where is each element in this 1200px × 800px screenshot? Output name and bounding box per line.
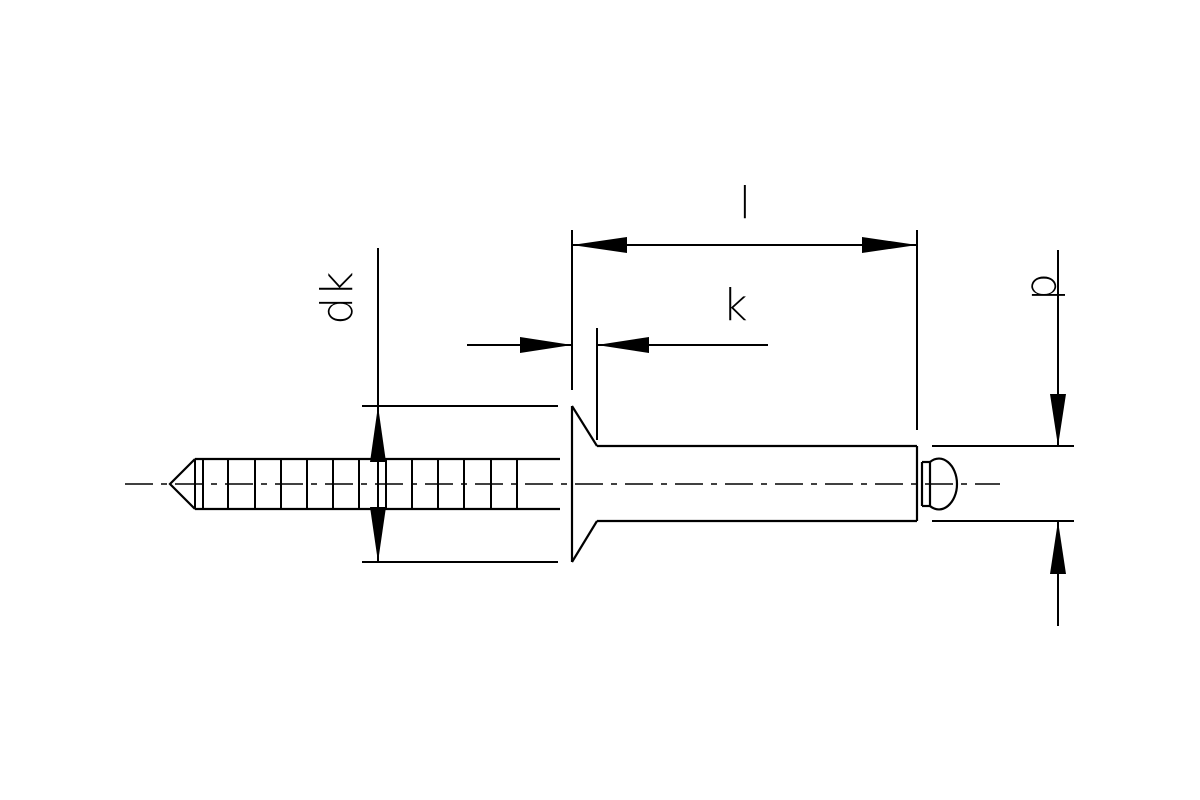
rivet-head <box>570 405 598 563</box>
k-arrow-right <box>597 337 649 353</box>
head-bevel-top <box>571 405 598 447</box>
mandrel-end-knob <box>928 457 959 511</box>
k-label: k <box>722 280 747 331</box>
mandrel-end <box>920 457 959 511</box>
dimension-k: k <box>467 280 768 440</box>
d-label: d <box>1021 273 1072 301</box>
d-arrow-bottom <box>1050 521 1066 574</box>
dk-arrow-top <box>370 406 386 462</box>
dimension-dk: dk <box>312 248 558 563</box>
l-arrow-left <box>572 237 627 253</box>
mandrel-grooves <box>194 459 518 509</box>
d-arrow-top <box>1050 394 1066 446</box>
dimension-d: d <box>932 250 1074 626</box>
l-label: l <box>739 178 751 229</box>
mandrel-tip <box>168 458 196 510</box>
mandrel <box>168 457 560 511</box>
dk-arrow-bottom <box>370 507 386 562</box>
dimension-l: l <box>571 178 918 430</box>
dk-label: dk <box>312 271 363 324</box>
head-bevel-bottom <box>571 520 598 563</box>
k-arrow-left <box>520 337 572 353</box>
l-arrow-right <box>862 237 917 253</box>
rivet-body <box>597 444 919 523</box>
